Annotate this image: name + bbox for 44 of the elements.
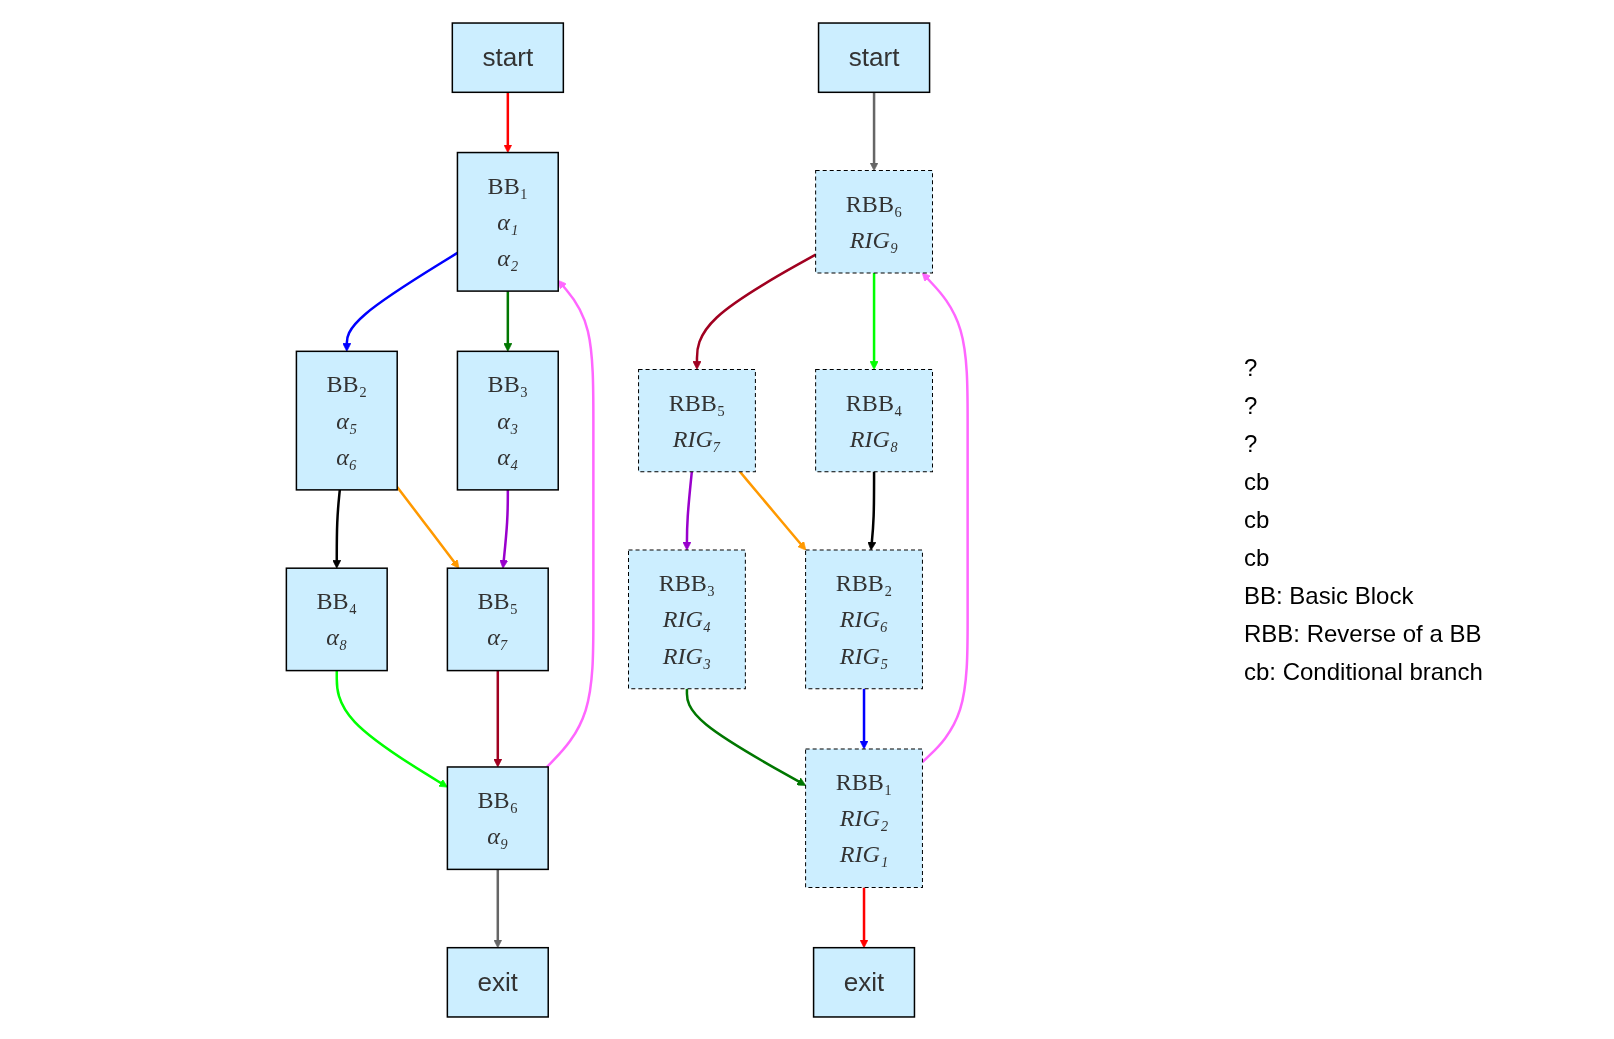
node-box: BB₂ α₅ α₆ [295,350,398,491]
node-box: start [817,21,931,93]
node-box: exit [812,946,916,1018]
arrow [692,253,817,370]
note-text: ? [1244,391,1259,420]
arrow [859,886,869,948]
node-box: RBB₆ RIG₉ [815,169,933,273]
arrow [396,485,460,569]
note-text: cb: Conditional branch [1244,657,1484,686]
node-box: RBB₅ RIG₇ [638,368,756,472]
arrow [869,91,879,171]
arrow [921,272,969,763]
arrow [869,272,879,370]
node-box: start [451,21,565,93]
arrow [493,868,503,948]
arrow [499,489,510,569]
node-box: BB₁ α₁ α₂ [456,151,559,292]
arrow [867,471,877,550]
arrow [332,489,342,569]
arrow [546,279,595,768]
node-box: BB₃ α₃ α₄ [456,350,559,491]
note-text: BB: Basic Block [1244,581,1415,610]
node-box: RBB₁ RIG₂ RIG₁ [805,747,923,888]
note-text: cb [1244,543,1271,572]
node-box: RBB₂ RIG₆ RIG₅ [805,549,923,689]
arrow [859,688,869,749]
arrow [682,471,694,550]
arrow [503,290,513,352]
node-box: exit [446,946,549,1018]
node-box: BB₆ α₉ [446,765,549,870]
note-text: RBB: Reverse of a BB [1244,619,1483,648]
note-text: cb [1244,467,1271,496]
node-box: BB₅ α₇ [446,566,549,671]
arrow [503,91,513,153]
arrow [685,688,806,786]
note-text: ? [1244,429,1259,458]
node-box: BB₄ α₈ [285,566,388,671]
arrow [335,670,448,787]
arrow [739,470,807,550]
arrow [493,670,503,767]
node-box: RBB₃ RIG₄ RIG₃ [628,549,746,689]
note-text: ? [1244,353,1259,382]
node-box: RBB₄ RIG₈ [815,368,933,472]
note-text: cb [1244,505,1271,534]
